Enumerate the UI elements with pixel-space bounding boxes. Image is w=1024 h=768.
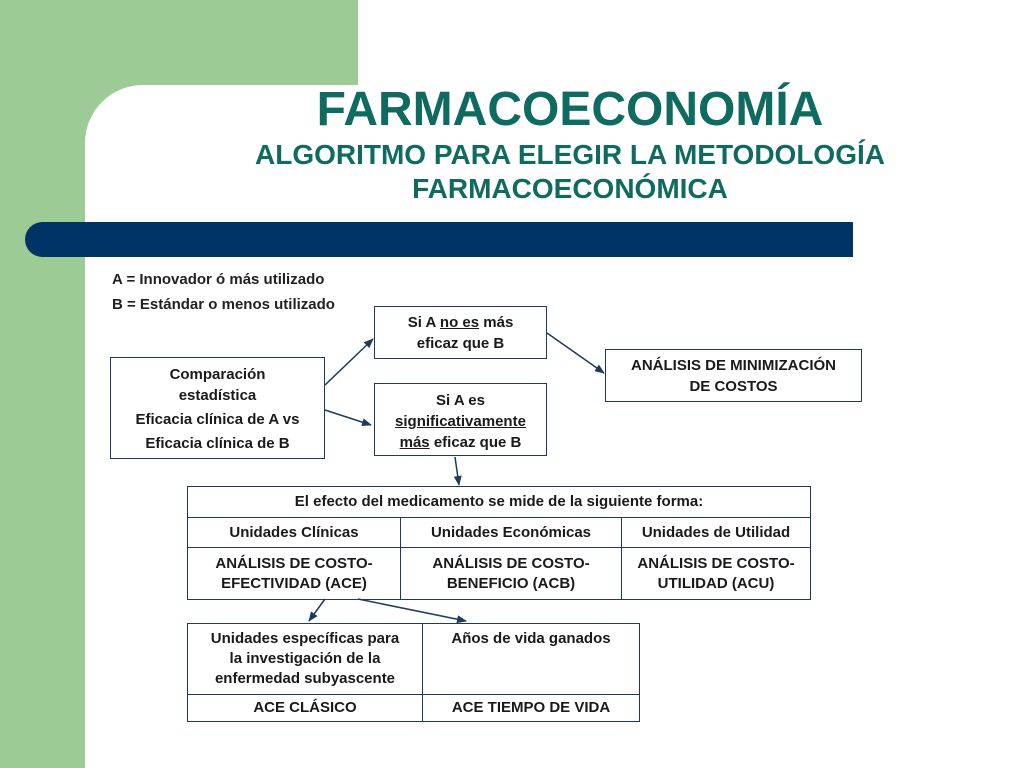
ace-lifetime-cell: ACE TIEMPO DE VIDA xyxy=(422,694,640,722)
comparison-line-4: Eficacia clínica de B xyxy=(145,435,290,452)
ace-types-row: ACE CLÁSICO ACE TIEMPO DE VIDA xyxy=(187,694,640,722)
analysis-acu: ANÁLISIS DE COSTO- UTILIDAD (ACU) xyxy=(621,547,811,600)
comparison-line-2: estadística xyxy=(178,387,257,404)
header-background xyxy=(358,0,1024,90)
branch-not-more-line-2: eficaz que B xyxy=(416,335,505,352)
minimization-line-1: ANÁLISIS DE MINIMIZACIÓN xyxy=(631,357,836,374)
minimization-line-2: DE COSTOS xyxy=(689,378,778,395)
branch-more-effective: Si A es significativamente más eficaz qu… xyxy=(374,383,547,456)
effect-header-cell: El efecto del medicamento se mide de la … xyxy=(187,486,811,518)
effect-header-row: El efecto del medicamento se mide de la … xyxy=(187,486,811,518)
branch-more-post: eficaz que B xyxy=(429,434,522,451)
branch-not-more-post: más xyxy=(479,314,514,331)
arrow-to-specific-units xyxy=(308,598,326,622)
units-utility: Unidades de Utilidad xyxy=(621,517,811,548)
arrow-to-not-more xyxy=(324,338,374,386)
slide-title: FARMACOECONOMÍA xyxy=(316,83,824,136)
analysis-acb-line-2: BENEFICIO (ACB) xyxy=(446,574,576,592)
branch-more-underlined-mas: más xyxy=(399,434,430,451)
units-economic: Unidades Económicas xyxy=(400,517,622,548)
analysis-ace-line-2: EFECTIVIDAD (ACE) xyxy=(221,574,367,592)
comparison-line-1: Comparación xyxy=(169,366,266,383)
branch-not-more-line-1: Si A no es más xyxy=(375,312,546,333)
legend-a: A = Innovador ó más utilizado xyxy=(112,271,325,288)
branch-more-line-1: Si A es xyxy=(436,392,485,409)
minimization-analysis-box: ANÁLISIS DE MINIMIZACIÓN DE COSTOS xyxy=(605,349,862,402)
ace-life-years-cell: Años de vida ganados xyxy=(422,623,640,695)
ace-types-table: Unidades específicas para la investigaci… xyxy=(187,623,640,722)
ace-specific-line-1: Unidades específicas para xyxy=(210,630,400,647)
legend-b: B = Estándar o menos utilizado xyxy=(112,296,335,313)
analysis-acu-line-2: UTILIDAD (ACU) xyxy=(657,574,775,592)
arrow-to-minimization xyxy=(546,332,605,374)
analysis-row: ANÁLISIS DE COSTO- EFECTIVIDAD (ACE) ANÁ… xyxy=(187,547,811,600)
comparison-box: Comparación estadística Eficacia clínica… xyxy=(110,357,325,459)
analysis-acu-line-1: ANÁLISIS DE COSTO- xyxy=(637,554,795,572)
analysis-acb: ANÁLISIS DE COSTO- BENEFICIO (ACB) xyxy=(400,547,622,600)
ace-specific-units-cell: Unidades específicas para la investigaci… xyxy=(187,623,423,695)
analysis-acb-line-1: ANÁLISIS DE COSTO- xyxy=(432,554,590,572)
arrow-to-more xyxy=(324,409,372,427)
subtitle-line-1: ALGORITMO PARA ELEGIR LA METODOLOGÍA xyxy=(255,139,885,170)
branch-more-line-3: más eficaz que B xyxy=(375,432,546,453)
branch-not-more-pre: Si A xyxy=(407,314,440,331)
slide-subtitle: ALGORITMO PARA ELEGIR LA METODOLOGÍA FAR… xyxy=(120,138,1020,206)
ace-units-row: Unidades específicas para la investigaci… xyxy=(187,623,640,695)
analysis-ace-line-1: ANÁLISIS DE COSTO- xyxy=(215,554,373,572)
subtitle-line-2: FARMACOECONÓMICA xyxy=(412,173,728,204)
title-divider-bar xyxy=(25,222,853,257)
ace-specific-line-3: enfermedad subyascente xyxy=(214,670,396,687)
effect-measurement-table: El efecto del medicamento se mide de la … xyxy=(187,486,811,600)
branch-not-more-effective: Si A no es más eficaz que B xyxy=(374,306,547,359)
arrow-to-life-years xyxy=(357,598,467,624)
arrow-to-effect-table xyxy=(453,456,462,486)
ace-specific-line-2: la investigación de la xyxy=(229,650,381,667)
units-row: Unidades Clínicas Unidades Económicas Un… xyxy=(187,517,811,548)
branch-not-more-underlined: no es xyxy=(439,314,480,331)
comparison-line-3: Eficacia clínica de A vs xyxy=(135,411,300,428)
analysis-ace: ANÁLISIS DE COSTO- EFECTIVIDAD (ACE) xyxy=(187,547,401,600)
branch-more-line-2: significativamente xyxy=(395,413,526,430)
